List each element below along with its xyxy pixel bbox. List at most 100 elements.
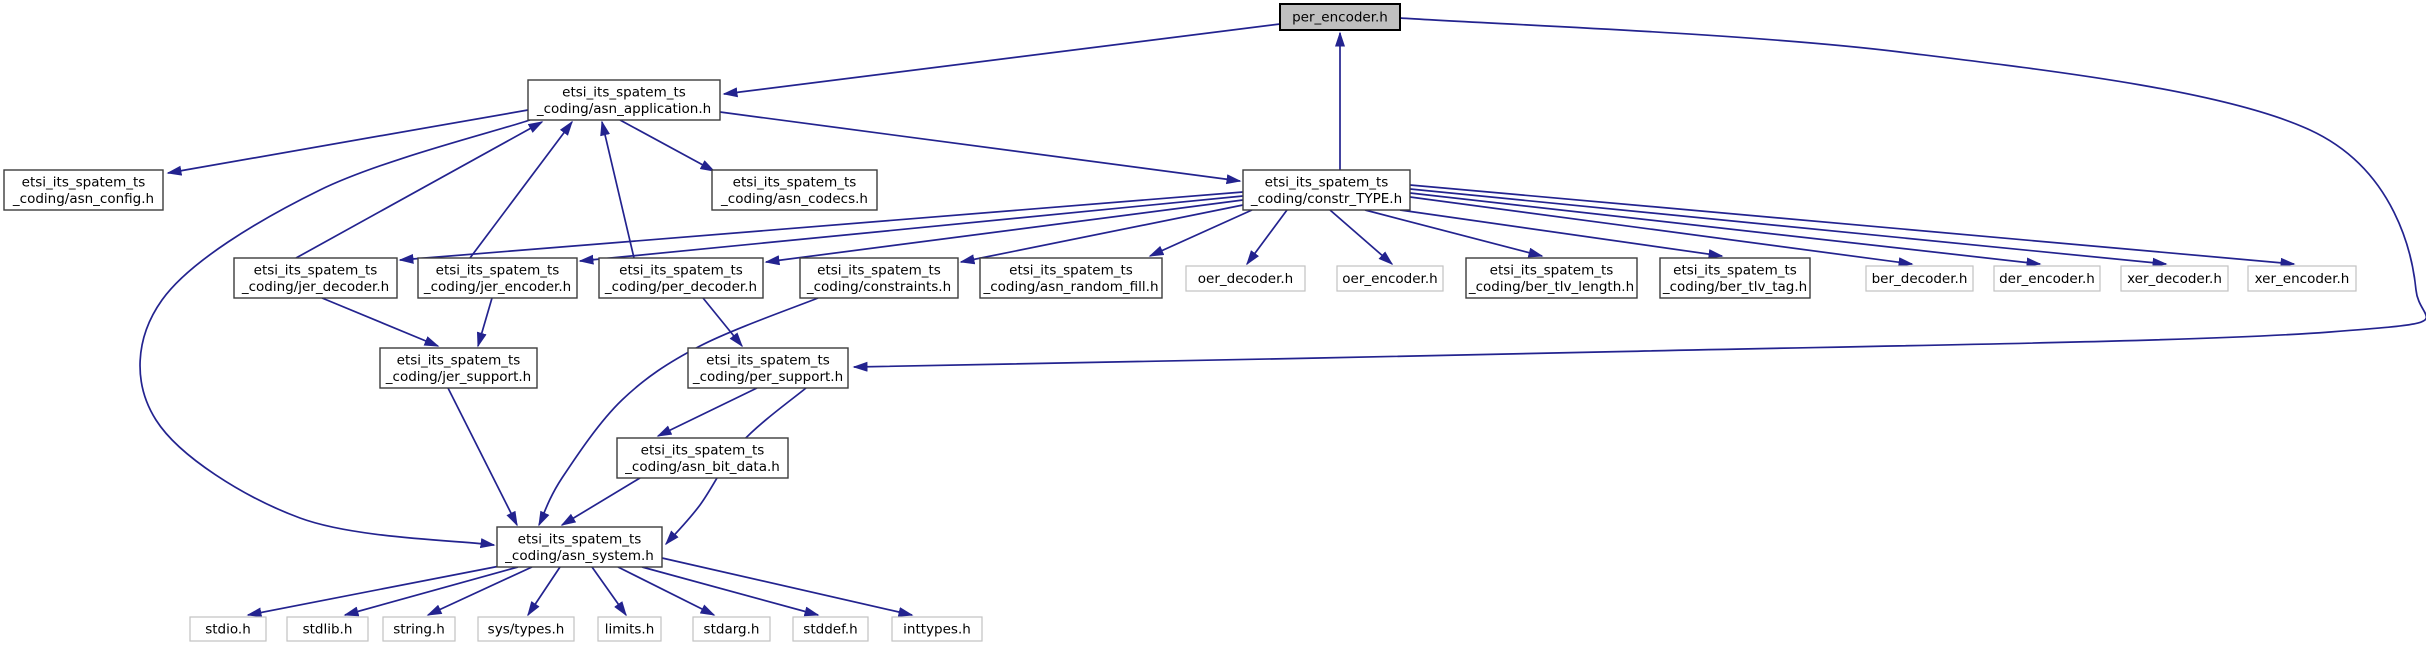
- edge-jer_decoder-asn_application: [295, 121, 544, 259]
- node-box: [597, 616, 662, 642]
- node-label: etsi_its_spatem_ts_coding/per_decoder.h: [604, 263, 757, 296]
- node-label: etsi_its_spatem_ts_coding/jer_support.h: [385, 353, 531, 386]
- node-box: [598, 257, 764, 299]
- node-label: etsi_its_spatem_ts_coding/constraints.h: [806, 263, 951, 296]
- node-label: stdlib.h: [303, 622, 353, 638]
- node-string[interactable]: string.h: [382, 616, 456, 642]
- edge-constr_TYPE-ber_tlv_tag: [1399, 209, 1724, 260]
- node-box: [1865, 265, 1974, 292]
- node-box: [616, 437, 789, 479]
- node-xer_decoder[interactable]: xer_decoder.h: [2120, 265, 2229, 292]
- edge-constr_TYPE-asn_random_fill: [1148, 209, 1253, 257]
- node-constr_TYPE[interactable]: etsi_its_spatem_ts_coding/constr_TYPE.h: [1242, 169, 1411, 211]
- node-label: stdio.h: [205, 622, 251, 638]
- node-label: oer_encoder.h: [1342, 271, 1437, 287]
- node-box: [1279, 3, 1401, 31]
- node-label: etsi_its_spatem_ts_coding/jer_decoder.h: [241, 263, 389, 296]
- node-box: [687, 347, 849, 389]
- node-box: [527, 79, 721, 121]
- node-label: string.h: [393, 622, 445, 638]
- node-asn_bit_data[interactable]: etsi_its_spatem_ts_coding/asn_bit_data.h: [616, 437, 789, 479]
- edge-constr_TYPE-per_decoder: [764, 199, 1244, 266]
- edge-constraints-asn_system: [538, 297, 819, 527]
- node-sys_types[interactable]: sys/types.h: [477, 616, 575, 642]
- node-box: [3, 169, 164, 211]
- node-asn_codecs[interactable]: etsi_its_spatem_ts_coding/asn_codecs.h: [711, 169, 878, 211]
- node-label: etsi_its_spatem_ts_coding/jer_encoder.h: [423, 263, 571, 296]
- edge-jer_support-asn_system: [447, 387, 518, 527]
- edge-asn_bit_data-asn_system: [560, 477, 641, 526]
- edge-constr_TYPE-jer_encoder: [578, 195, 1244, 265]
- node-box: [1336, 265, 1444, 292]
- edge-constr_TYPE-xer_encoder: [1409, 184, 2296, 268]
- node-jer_decoder[interactable]: etsi_its_spatem_ts_coding/jer_decoder.h: [233, 257, 398, 299]
- node-xer_encoder[interactable]: xer_encoder.h: [2247, 265, 2357, 292]
- node-label: etsi_its_spatem_ts_coding/asn_bit_data.h: [624, 443, 780, 476]
- edge-constr_TYPE-oer_decoder: [1246, 209, 1288, 266]
- node-box: [711, 169, 878, 211]
- edge-asn_system-stdarg: [617, 566, 716, 616]
- node-label: der_encoder.h: [1999, 271, 2095, 287]
- edge-per_decoder-per_support: [702, 297, 743, 348]
- node-label: xer_encoder.h: [2255, 271, 2350, 287]
- node-box: [799, 257, 959, 299]
- edge-constr_TYPE-xer_decoder: [1409, 188, 2168, 268]
- node-stdio[interactable]: stdio.h: [189, 616, 267, 642]
- edge-jer_encoder-asn_application: [469, 120, 573, 259]
- node-box: [477, 616, 575, 642]
- node-box: [792, 616, 869, 642]
- node-label: stddef.h: [803, 622, 857, 638]
- node-asn_system[interactable]: etsi_its_spatem_ts_coding/asn_system.h: [496, 526, 663, 568]
- node-asn_random_fill[interactable]: etsi_its_spatem_ts_coding/asn_random_fil…: [979, 257, 1163, 299]
- node-inttypes[interactable]: inttypes.h: [891, 616, 983, 642]
- node-jer_support[interactable]: etsi_its_spatem_ts_coding/jer_support.h: [379, 347, 538, 389]
- node-limits[interactable]: limits.h: [597, 616, 662, 642]
- node-label: etsi_its_spatem_ts_coding/ber_tlv_tag.h: [1662, 263, 1807, 296]
- node-label: xer_decoder.h: [2127, 271, 2222, 287]
- edge-asn_application-asn_config: [166, 109, 529, 176]
- edge-asn_application-asn_system: [139, 119, 531, 549]
- node-box: [2120, 265, 2229, 292]
- node-asn_application[interactable]: etsi_its_spatem_ts_coding/asn_applicatio…: [527, 79, 721, 121]
- node-oer_encoder[interactable]: oer_encoder.h: [1336, 265, 1444, 292]
- node-stddef[interactable]: stddef.h: [792, 616, 869, 642]
- node-box: [1993, 265, 2101, 292]
- node-ber_decoder[interactable]: ber_decoder.h: [1865, 265, 1974, 292]
- edge-asn_system-stdio: [246, 565, 501, 618]
- node-label: per_encoder.h: [1292, 10, 1388, 26]
- node-ber_tlv_length[interactable]: etsi_its_spatem_ts_coding/ber_tlv_length…: [1465, 257, 1638, 299]
- node-label: limits.h: [605, 622, 655, 638]
- node-label: stdarg.h: [704, 622, 760, 638]
- node-label: etsi_its_spatem_ts_coding/asn_applicatio…: [536, 85, 711, 118]
- node-stdlib[interactable]: stdlib.h: [286, 616, 369, 642]
- node-box: [417, 257, 578, 299]
- node-per_decoder[interactable]: etsi_its_spatem_ts_coding/per_decoder.h: [598, 257, 764, 299]
- edge-asn_system-sys_types: [527, 566, 561, 617]
- node-box: [379, 347, 538, 389]
- edge-asn_application-constr_TYPE: [719, 111, 1242, 185]
- node-stdarg[interactable]: stdarg.h: [692, 616, 771, 642]
- node-box: [1465, 257, 1638, 299]
- node-box: [382, 616, 456, 642]
- node-label: etsi_its_spatem_ts_coding/asn_config.h: [12, 175, 154, 208]
- node-oer_decoder[interactable]: oer_decoder.h: [1185, 265, 1306, 292]
- edge-constr_TYPE-oer_encoder: [1329, 209, 1394, 265]
- edge-per_support-asn_bit_data: [656, 387, 758, 437]
- node-constraints[interactable]: etsi_its_spatem_ts_coding/constraints.h: [799, 257, 959, 299]
- node-label: etsi_its_spatem_ts_coding/constr_TYPE.h: [1250, 175, 1402, 208]
- node-ber_tlv_tag[interactable]: etsi_its_spatem_ts_coding/ber_tlv_tag.h: [1659, 257, 1811, 299]
- node-jer_encoder[interactable]: etsi_its_spatem_ts_coding/jer_encoder.h: [417, 257, 578, 299]
- node-label: ber_decoder.h: [1872, 271, 1968, 287]
- edge-per_encoder-asn_application: [722, 23, 1281, 98]
- node-box: [286, 616, 369, 642]
- edge-asn_system-inttypes: [661, 557, 914, 617]
- node-box: [891, 616, 983, 642]
- node-per_support[interactable]: etsi_its_spatem_ts_coding/per_support.h: [687, 347, 849, 389]
- node-der_encoder[interactable]: der_encoder.h: [1993, 265, 2101, 292]
- node-label: etsi_its_spatem_ts_coding/asn_system.h: [504, 532, 654, 565]
- node-label: sys/types.h: [488, 622, 565, 638]
- edge-asn_system-string: [426, 566, 533, 616]
- node-asn_config[interactable]: etsi_its_spatem_ts_coding/asn_config.h: [3, 169, 164, 211]
